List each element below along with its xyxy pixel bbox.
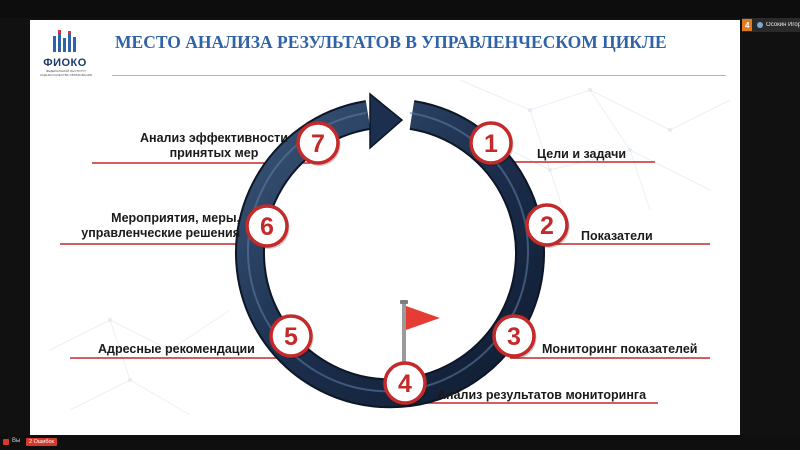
taskbar-app-label: Вы — [12, 438, 21, 444]
participant-name: Осокин Игорь В — [766, 22, 800, 28]
step-7-label: Анализ эффективности принятых мер — [140, 131, 288, 160]
step-4-label: Анализ результатов мониторинга — [437, 388, 647, 402]
step-2-number: 2 — [540, 212, 554, 240]
step-2-node: 2 — [525, 203, 570, 248]
step-3-label: Мониторинг показателей — [542, 342, 698, 356]
shared-slide: ФИОКО ФЕДЕРАЛЬНЫЙ ИНСТИТУТ ОЦЕНКИ КАЧЕСТ… — [30, 20, 740, 444]
step-1-node: 1 — [469, 121, 514, 166]
step-6-node: 6 — [245, 204, 290, 249]
avatar-icon — [757, 22, 764, 28]
participant-badge: 4 — [742, 19, 753, 31]
red-flag-icon — [397, 300, 440, 370]
taskbar: Вы 2 Ошибок — [0, 435, 800, 450]
logo-subtitle: ФЕДЕРАЛЬНЫЙ ИНСТИТУТ ОЦЕНКИ КАЧЕСТВА ОБР… — [39, 69, 93, 77]
step-7-number: 7 — [311, 130, 325, 158]
step-2-label: Показатели — [581, 229, 653, 243]
management-cycle-diagram: 1 2 3 4 5 6 7 — [60, 92, 710, 409]
step-5-label: Адресные рекомендации — [98, 342, 255, 356]
participant-self-tile[interactable]: 4 Осокин Игорь В — [742, 18, 800, 32]
app-icon[interactable] — [3, 439, 9, 445]
fioko-logo-icon — [53, 30, 76, 52]
step-1-label: Цели и задачи — [537, 147, 627, 161]
step-1-number: 1 — [484, 130, 498, 158]
step-6-number: 6 — [260, 213, 274, 241]
step-3-number: 3 — [507, 323, 521, 351]
step-6-label: Мероприятия, меры, управленческие решени… — [81, 211, 240, 240]
cycle-arrowhead-icon — [369, 92, 404, 150]
step-7-node: 7 — [296, 121, 341, 166]
top-bar — [0, 0, 800, 18]
step-5-node: 5 — [269, 314, 314, 359]
step-5-number: 5 — [284, 323, 298, 351]
slide-title: МЕСТО АНАЛИЗА РЕЗУЛЬТАТОВ В УПРАВЛЕНЧЕСК… — [115, 32, 667, 52]
step-4-node: 4 — [383, 361, 428, 406]
logo-name: ФИОКО — [43, 57, 87, 69]
taskbar-status-tag[interactable]: 2 Ошибок — [26, 438, 57, 446]
label-underlines — [60, 161, 710, 404]
background-network-decoration — [49, 79, 731, 416]
title-divider — [112, 75, 726, 76]
step-3-node: 3 — [492, 314, 537, 359]
step-4-number: 4 — [398, 370, 412, 398]
